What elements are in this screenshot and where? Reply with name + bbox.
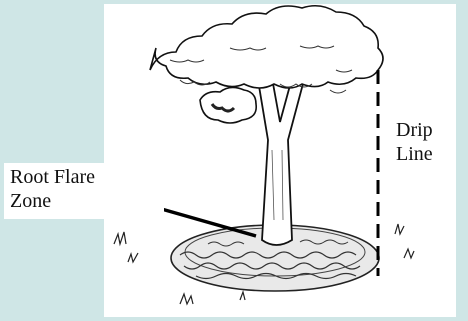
- tree-trunk: [226, 60, 322, 245]
- root-flare-zone-label: Root Flare Zone: [4, 163, 164, 219]
- drip-line-label: Drip Line: [390, 116, 456, 188]
- root-flare-pointer: [158, 208, 256, 236]
